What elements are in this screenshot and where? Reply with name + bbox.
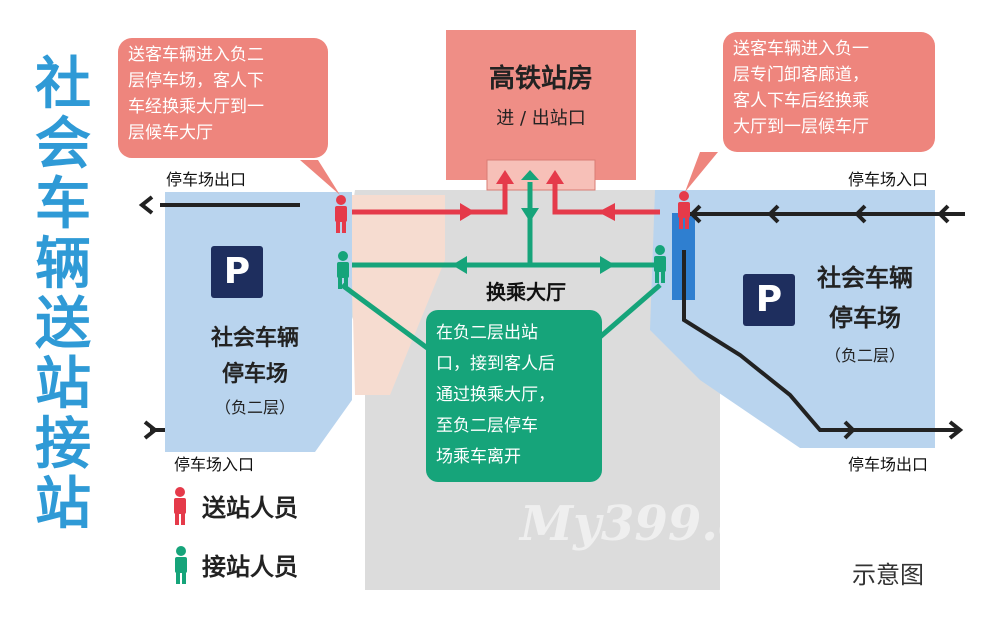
callout-line: 通过换乘大厅， [436, 385, 555, 405]
callout-line: 层停车场，客人下 [128, 71, 264, 91]
callout-line: 口，接到客人后 [436, 354, 555, 374]
callout-line: 送客车辆进入负二 [128, 45, 264, 65]
callout-line: 送客车辆进入负一 [733, 39, 869, 59]
left-parking-icon: P [211, 246, 263, 298]
right-parking-exit-label: 停车场出口 [848, 455, 929, 474]
callout-line: 场乘车离开 [436, 447, 521, 467]
right-parking-level: （负二层） [824, 346, 905, 365]
traffic-arrowheads [138, 195, 964, 440]
callout-line: 在负二层出站 [436, 323, 538, 343]
callout-line: 车经换乘大厅到一 [128, 97, 264, 117]
watermark: My399.c [518, 496, 747, 552]
center-callout: 在负二层出站 口，接到客人后 通过换乘大厅， 至负二层停车 场乘车离开 [426, 310, 602, 482]
person-red-icon [174, 191, 690, 525]
station-subtitle: 进 / 出站口 [496, 108, 586, 129]
right-parking-name1: 社会车辆 [817, 264, 913, 292]
transfer-hall-label: 换乘大厅 [486, 280, 566, 304]
legend-send-label: 送站人员 [202, 494, 298, 522]
left-parking-entry-label: 停车场入口 [174, 455, 255, 474]
left-parking-level: （负二层） [214, 398, 295, 417]
title-char: 车 [35, 172, 91, 237]
callout-line: 至负二层停车 [436, 416, 538, 436]
left-parking-name2: 停车场 [221, 362, 288, 387]
title-char: 辆 [35, 232, 91, 297]
right-callout: 送客车辆进入负一 层专门卸客廊道， 客人下车后经换乘 大厅到一层候车厅 [723, 32, 935, 152]
legend-pick-label: 接站人员 [202, 553, 298, 581]
person-green-icon [175, 245, 666, 584]
left-callout: 送客车辆进入负二 层停车场，客人下 车经换乘大厅到一 层候车大厅 [118, 38, 328, 158]
page-title: 社 会 车 辆 送 站 接 站 [28, 55, 98, 535]
title-char: 送 [35, 292, 91, 357]
right-parking-entry-label: 停车场入口 [848, 170, 929, 189]
diagram-note: 示意图 [852, 561, 924, 589]
title-char: 接 [35, 412, 91, 477]
pick-arrowheads [452, 170, 615, 274]
callout-line: 层候车大厅 [128, 123, 213, 143]
left-parking-exit-label: 停车场出口 [166, 170, 247, 189]
title-char: 站 [35, 352, 91, 417]
title-char: 社 [35, 52, 91, 117]
traffic-lines [150, 203, 965, 432]
right-callout-tail [685, 152, 718, 192]
right-parking-name2: 停车场 [829, 304, 901, 332]
callout-line: 层专门卸客廊道， [733, 65, 869, 85]
callout-line: 大厅到一层候车厅 [733, 117, 869, 137]
left-parking-name1: 社会车辆 [210, 326, 299, 351]
right-parking-icon: P [743, 274, 795, 326]
left-corridor [350, 195, 445, 395]
title-char: 会 [35, 112, 91, 177]
callout-line: 客人下车后经换乘 [733, 91, 869, 111]
send-arrowheads [460, 170, 615, 221]
station-building [446, 30, 636, 180]
station-title: 高铁站房 [488, 64, 593, 94]
left-callout-tail [300, 160, 340, 195]
title-char: 站 [35, 472, 91, 537]
